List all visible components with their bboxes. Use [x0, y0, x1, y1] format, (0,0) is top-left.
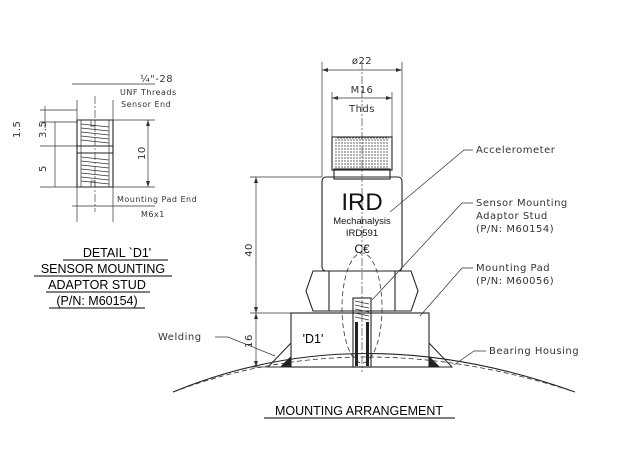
- dim-1-5-label: 1.5: [12, 121, 23, 138]
- caption-line-2: SENSOR MOUNTING: [41, 262, 165, 276]
- detail-ref-label: 'D1': [303, 332, 324, 346]
- detail-d1-drawing: [40, 83, 155, 222]
- caption-line-3: ADAPTOR STUD: [48, 278, 146, 292]
- brand-logo-text: IRD: [341, 189, 382, 216]
- pad-height-dim-label: 16: [244, 334, 255, 348]
- pad-thread-label: M6x1: [141, 210, 165, 219]
- maker-label: Mechanalysis: [333, 216, 391, 227]
- dim-10-label: 10: [137, 146, 148, 160]
- stud-callout-line-2: Adaptor Stud: [476, 211, 548, 222]
- ce-mark: C€: [354, 242, 370, 256]
- mounting-assembly: [172, 62, 576, 393]
- pad-callout-line-1: Mounting Pad: [476, 263, 550, 274]
- housing-callout: Bearing Housing: [489, 346, 579, 357]
- stud-callout-line-1: Sensor Mounting: [476, 198, 568, 209]
- welding-callout: Welding: [158, 332, 202, 343]
- caption-line-1: DETAIL `D1': [83, 246, 151, 260]
- sensor-end-label: Sensor End: [121, 100, 171, 109]
- thread-spec-label: ¼"-28: [140, 73, 173, 85]
- detail-caption: DETAIL `D1' SENSOR MOUNTING ADAPTOR STUD…: [34, 246, 172, 309]
- model-label: IRD591: [346, 228, 378, 239]
- thread-size-dim-label: M16: [351, 85, 374, 96]
- caption-line-4: (P/N: M60154): [56, 294, 137, 308]
- pad-callout-pn: (P/N: M60056): [476, 276, 554, 287]
- accelerometer-callout: Accelerometer: [476, 145, 556, 156]
- dim-5-label: 5: [38, 165, 49, 172]
- thread-type-label: UNF Threads: [120, 88, 177, 97]
- diameter-dim-label: ø22: [352, 56, 372, 67]
- pad-end-label: Mounting Pad End: [117, 195, 197, 204]
- height-dim-label: 40: [244, 243, 255, 257]
- thread-label: Thds: [348, 104, 375, 115]
- drawing-title: MOUNTING ARRANGEMENT: [275, 404, 443, 418]
- dim-3-5-label: 3.5: [38, 121, 49, 138]
- stud-callout-pn: (P/N: M60154): [476, 224, 554, 235]
